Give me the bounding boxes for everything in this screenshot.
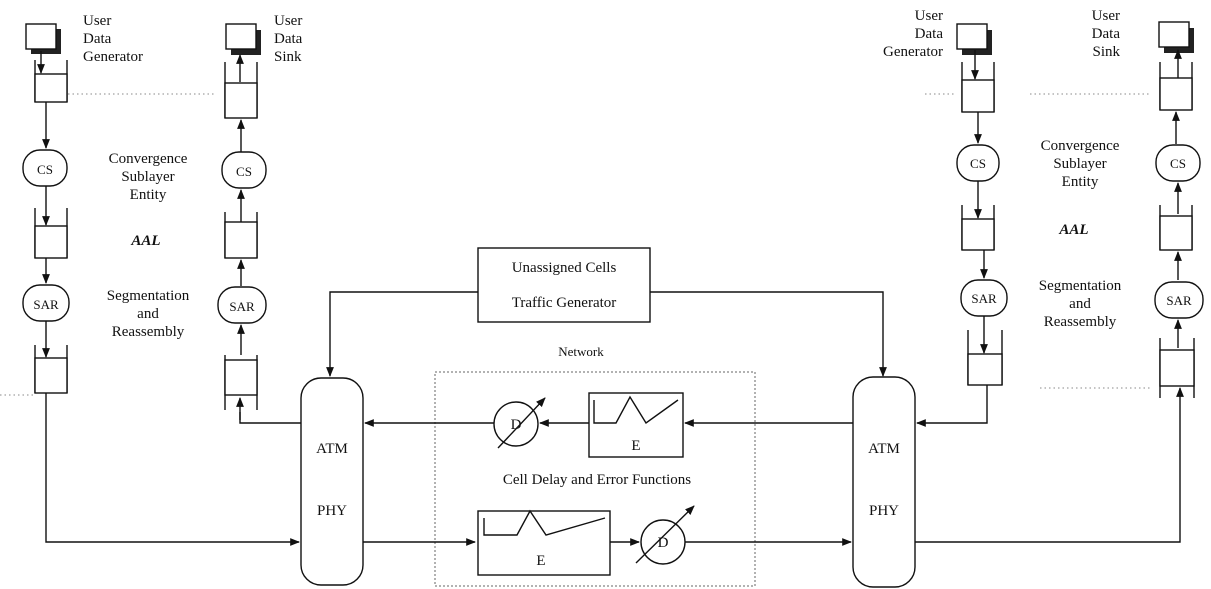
label-network: Network bbox=[558, 344, 604, 359]
right-atm-phy-layer bbox=[852, 376, 916, 588]
label-e: E bbox=[631, 438, 640, 454]
label-user: User bbox=[274, 13, 302, 29]
cs-label: CS bbox=[37, 162, 53, 177]
label-sink: Sink bbox=[274, 49, 302, 65]
computer-terminal-icon bbox=[956, 23, 992, 55]
network-boundary bbox=[434, 371, 756, 587]
cs-label: CS bbox=[236, 164, 252, 179]
connector bbox=[239, 412, 301, 424]
cs-label: CS bbox=[1170, 156, 1186, 171]
sar-label: SAR bbox=[1166, 293, 1192, 308]
label-sublayer: Sublayer bbox=[1053, 156, 1106, 172]
label-data: Data bbox=[83, 31, 112, 47]
buffer bbox=[967, 353, 1003, 386]
label-reassembly: Reassembly bbox=[1044, 314, 1117, 330]
label-user: User bbox=[915, 8, 943, 24]
buffer bbox=[1159, 349, 1195, 387]
unassigned-cells-traffic-generator bbox=[477, 247, 651, 323]
label-segmentation: Segmentation bbox=[107, 288, 190, 304]
arrow-icon bbox=[650, 291, 887, 377]
label-convergence: Convergence bbox=[1041, 138, 1120, 154]
label-atm: ATM bbox=[868, 441, 900, 457]
label-aal: AAL bbox=[1058, 222, 1088, 238]
label-user: User bbox=[1092, 8, 1120, 24]
label-entity: Entity bbox=[1062, 174, 1099, 190]
left-generator-stack: CS SAR bbox=[22, 23, 70, 394]
sar-label: SAR bbox=[33, 297, 59, 312]
buffer bbox=[224, 359, 258, 396]
buffer bbox=[224, 221, 258, 259]
label-d: D bbox=[511, 417, 522, 433]
computer-terminal-icon bbox=[1158, 21, 1194, 53]
label-data: Data bbox=[915, 26, 944, 42]
cs-entity bbox=[1155, 144, 1201, 182]
label-data: Data bbox=[274, 31, 303, 47]
buffer bbox=[1159, 215, 1193, 251]
label-cell-delay-error: Cell Delay and Error Functions bbox=[503, 472, 691, 488]
right-sink-stack: CS SAR bbox=[1154, 21, 1204, 400]
sar-entity bbox=[217, 286, 267, 324]
computer-terminal-icon bbox=[25, 23, 61, 54]
arrow-icon bbox=[916, 385, 988, 427]
left-sink-stack: CS SAR bbox=[217, 23, 267, 420]
cs-entity bbox=[221, 151, 267, 189]
buffer bbox=[34, 73, 68, 103]
computer-terminal-icon bbox=[225, 23, 261, 55]
right-generator-stack: CS SAR bbox=[956, 23, 1008, 386]
label-e: E bbox=[536, 553, 545, 569]
label-and: and bbox=[137, 306, 159, 322]
buffer bbox=[961, 218, 995, 251]
sar-label: SAR bbox=[229, 299, 255, 314]
sar-entity bbox=[1154, 281, 1204, 319]
label-generator: Generator bbox=[883, 44, 943, 60]
buffer bbox=[34, 357, 68, 394]
label-traffic-generator: Traffic Generator bbox=[512, 295, 617, 311]
arrow-icon bbox=[635, 505, 695, 564]
label-sink: Sink bbox=[1092, 44, 1120, 60]
label-unassigned-cells: Unassigned Cells bbox=[512, 260, 617, 276]
sar-label: SAR bbox=[971, 291, 997, 306]
label-user: User bbox=[83, 13, 111, 29]
lower-delay-function: D bbox=[635, 505, 695, 565]
arrow-icon bbox=[45, 393, 300, 546]
buffer bbox=[34, 225, 68, 259]
upper-error-function: E bbox=[588, 392, 684, 458]
connector bbox=[915, 400, 1181, 543]
label-aal: AAL bbox=[130, 233, 160, 249]
label-phy: PHY bbox=[317, 503, 347, 519]
label-reassembly: Reassembly bbox=[112, 324, 185, 340]
lower-error-function: E bbox=[477, 509, 611, 576]
label-convergence: Convergence bbox=[109, 151, 188, 167]
label-and: and bbox=[1069, 296, 1091, 312]
label-segmentation: Segmentation bbox=[1039, 278, 1122, 294]
cs-entity bbox=[22, 149, 68, 187]
label-data: Data bbox=[1092, 26, 1121, 42]
arrow-icon bbox=[326, 291, 478, 377]
label-sublayer: Sublayer bbox=[121, 169, 174, 185]
left-atm-phy-layer bbox=[300, 377, 364, 586]
arrow-icon bbox=[497, 397, 546, 449]
label-phy: PHY bbox=[869, 503, 899, 519]
buffer bbox=[1159, 77, 1193, 111]
buffer bbox=[961, 79, 995, 113]
buffer bbox=[224, 82, 258, 119]
label-entity: Entity bbox=[130, 187, 167, 203]
label-generator: Generator bbox=[83, 49, 143, 65]
cs-label: CS bbox=[970, 156, 986, 171]
label-d: D bbox=[658, 535, 669, 551]
upper-delay-function: D bbox=[493, 397, 546, 449]
label-atm: ATM bbox=[316, 441, 348, 457]
